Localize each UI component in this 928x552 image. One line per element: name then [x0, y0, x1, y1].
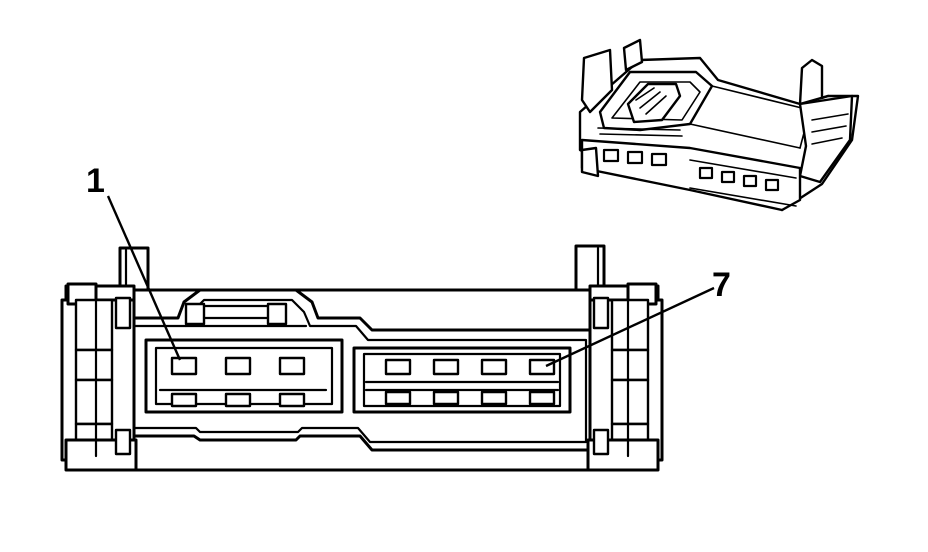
callout-7: 7 [545, 266, 731, 368]
right-side-latch [586, 282, 664, 472]
connector-end-view [60, 244, 664, 472]
left-side-latch [60, 282, 138, 472]
connector-isometric-view [578, 38, 860, 212]
callout-1: 1 [86, 162, 182, 361]
terminal-3 [278, 356, 306, 376]
callout-7-label: 7 [712, 266, 731, 304]
terminal-1 [170, 356, 198, 376]
terminal-4 [384, 358, 412, 376]
terminal-2 [224, 356, 252, 376]
leader-line-1 [106, 195, 182, 361]
terminal-7 [528, 358, 556, 376]
leader-line-7 [545, 286, 715, 368]
callout-1-label: 1 [86, 162, 105, 200]
terminal-5 [432, 358, 460, 376]
terminal-6 [480, 358, 508, 376]
